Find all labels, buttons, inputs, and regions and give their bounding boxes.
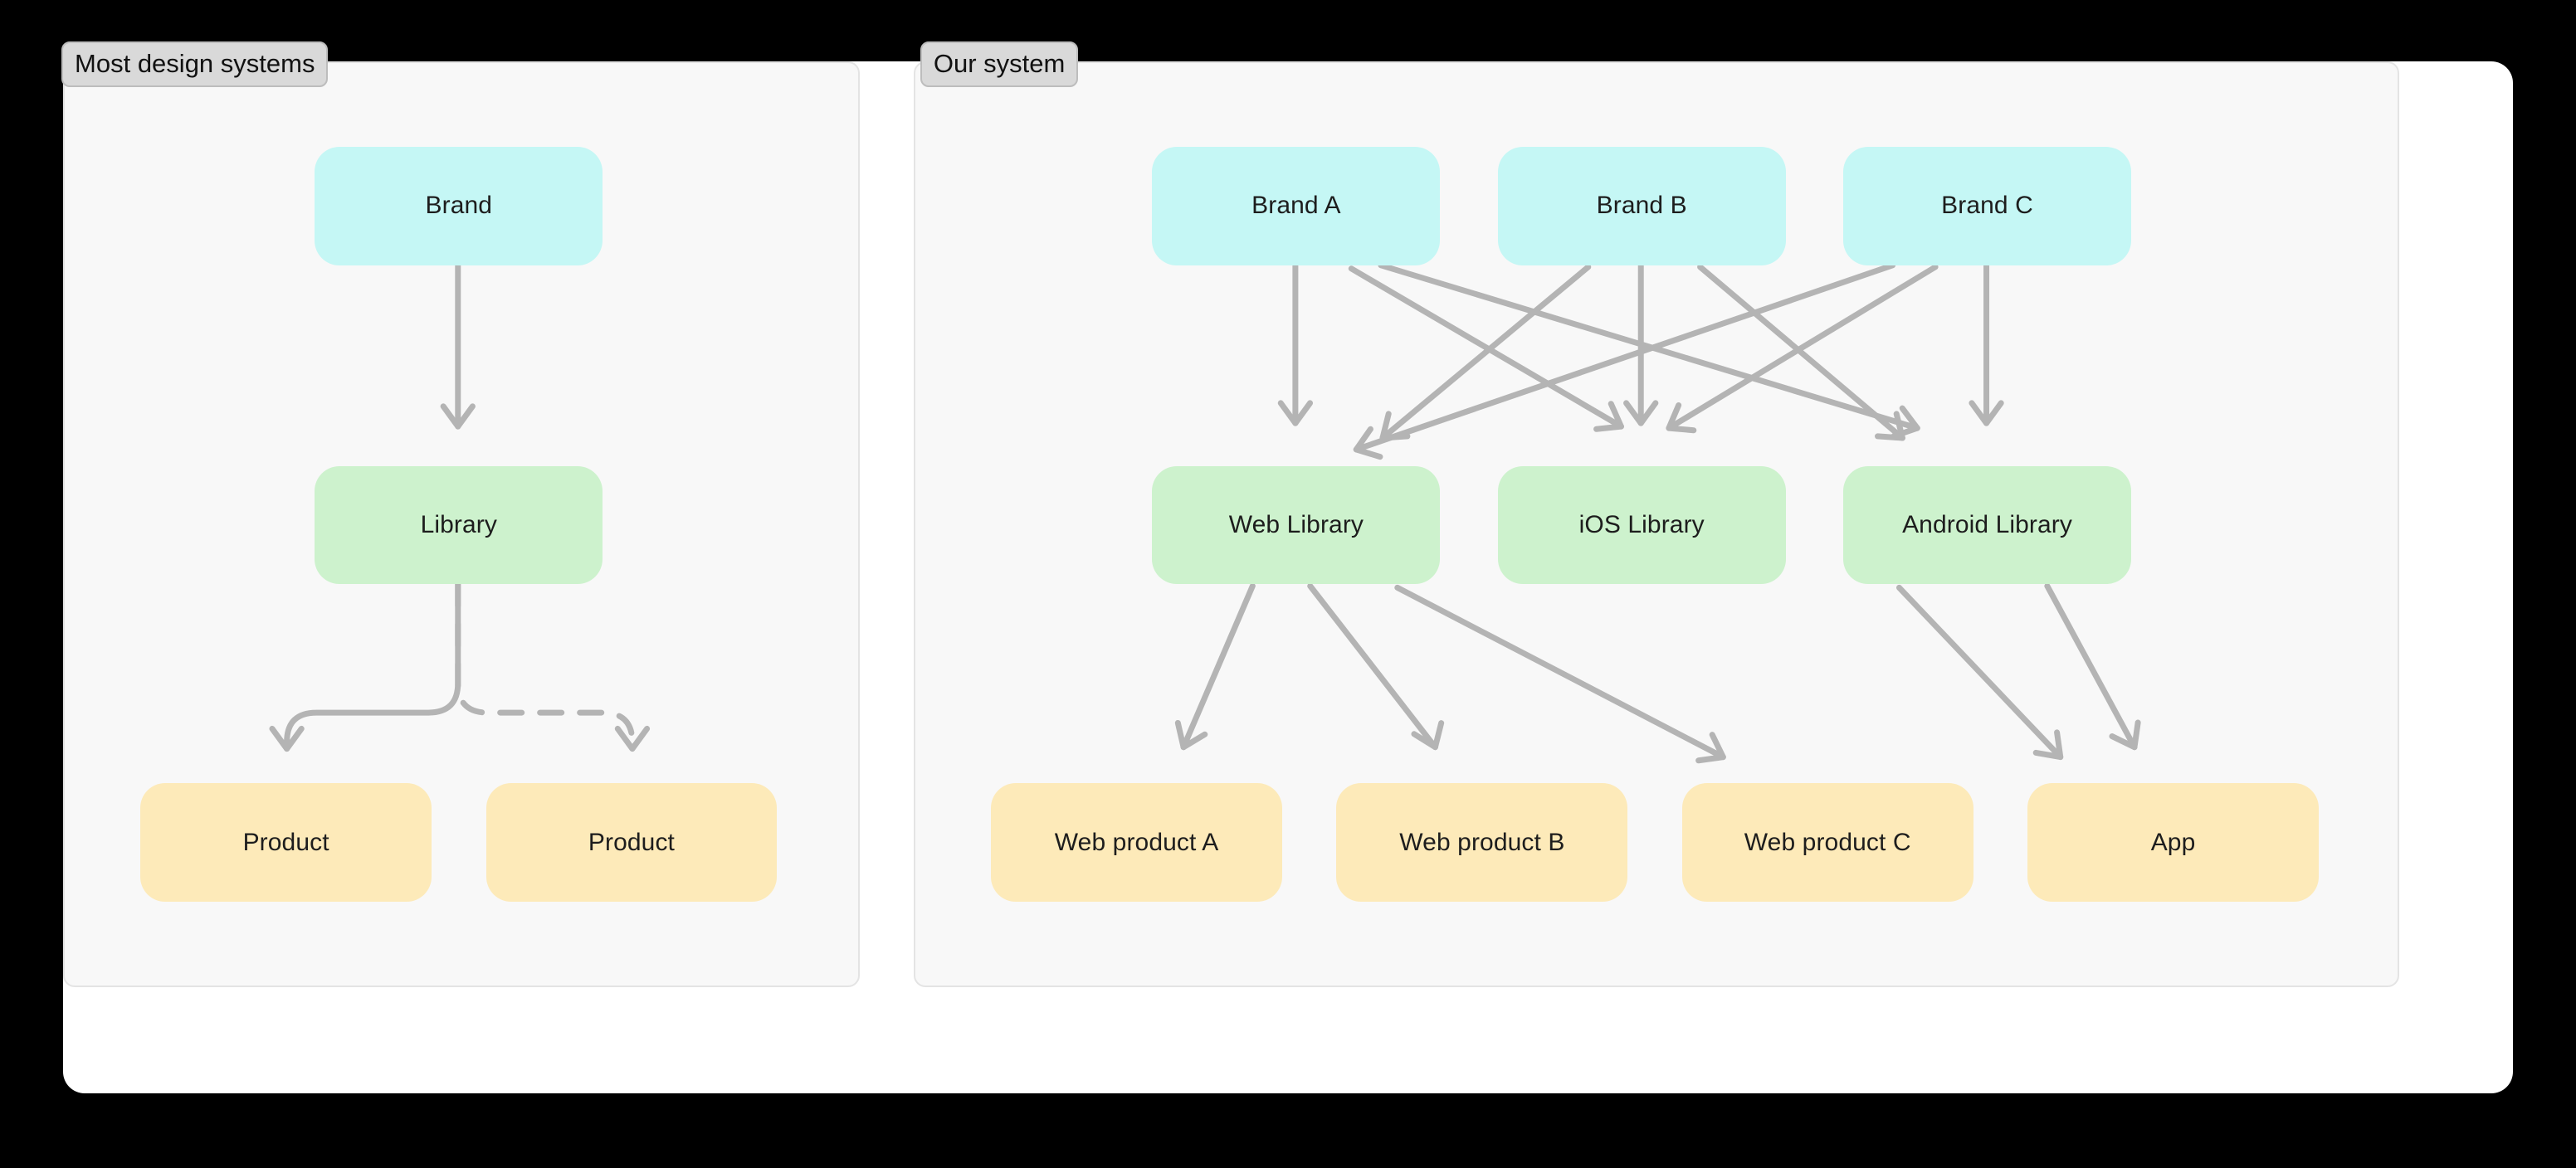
node-web-library[interactable]: Web Library [1152,465,1441,585]
node-brand-b[interactable]: Brand B [1497,147,1786,265]
node-label: Web product A [1054,828,1219,856]
node-label: Web product B [1399,828,1565,856]
node-product-2[interactable]: Product [485,783,778,903]
node-brand[interactable]: Brand [315,147,603,265]
node-product-1[interactable]: Product [140,783,432,903]
node-label: Library [420,511,497,539]
node-label: Android Library [1902,511,2072,539]
node-label: Brand A [1251,192,1341,220]
node-web-product-c[interactable]: Web product C [1681,783,1973,903]
node-web-product-a[interactable]: Web product A [991,783,1283,903]
node-brand-c[interactable]: Brand C [1843,147,2131,265]
node-label: Brand C [1941,192,2033,220]
node-app[interactable]: App [2027,783,2319,903]
node-label: iOS Library [1578,511,1705,539]
node-android-library[interactable]: Android Library [1843,465,2131,585]
panel-label-most-design-systems[interactable]: Most design systems [61,41,329,88]
node-label: Brand B [1596,192,1687,220]
node-ios-library[interactable]: iOS Library [1497,465,1786,585]
node-brand-a[interactable]: Brand A [1152,147,1441,265]
node-web-product-b[interactable]: Web product B [1336,783,1628,903]
node-label: Web Library [1228,511,1364,539]
node-label: App [2150,828,2196,856]
node-label: Product [242,828,329,856]
node-label: Product [588,828,675,856]
node-label: Web product C [1744,828,1911,856]
panel-label-our-system[interactable]: Our system [920,41,1079,88]
node-label: Brand [425,192,493,220]
node-library[interactable]: Library [315,465,603,585]
